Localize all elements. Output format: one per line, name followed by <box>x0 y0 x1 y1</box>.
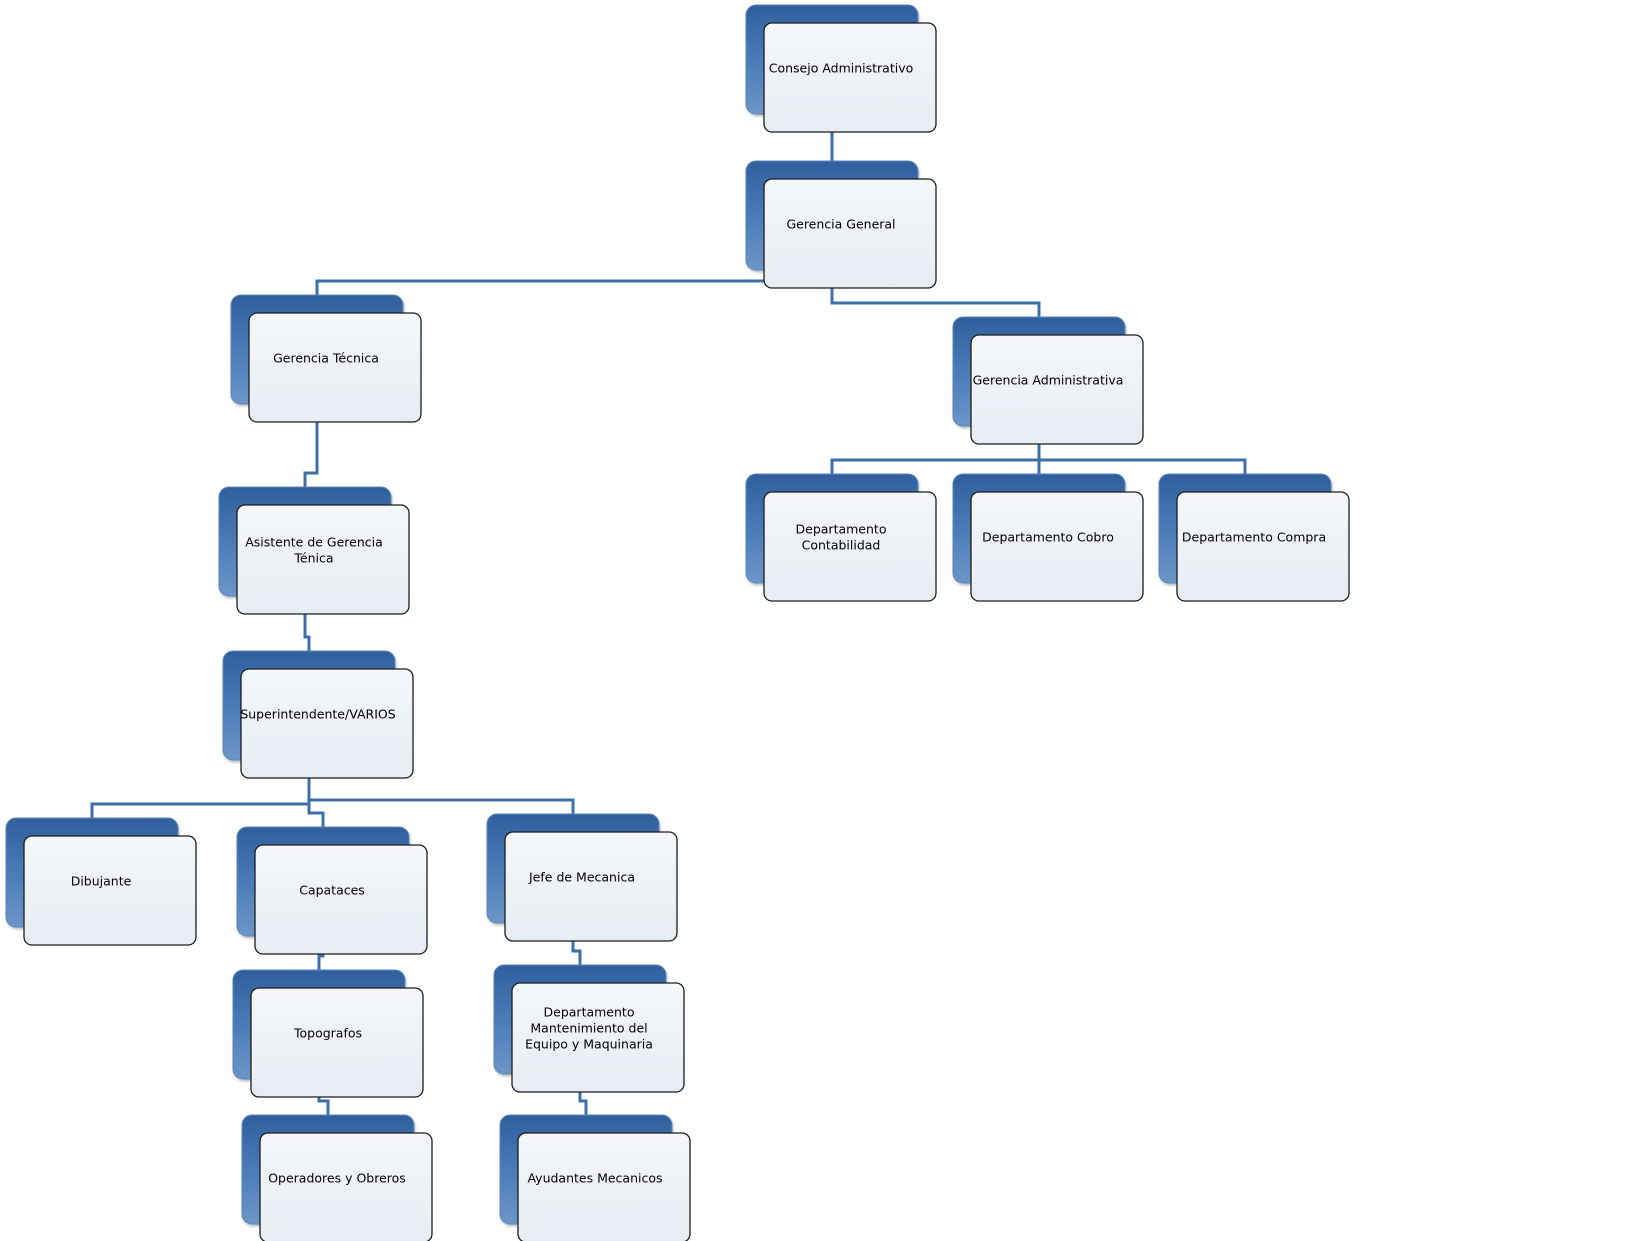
node-label: Operadores y Obreros <box>268 1171 406 1186</box>
node-front-panel <box>259 1132 433 1241</box>
node-gerencia-administrativa: Gerencia Administrativa <box>952 316 1144 445</box>
node-label: Departamento <box>796 522 887 537</box>
node-operadores: Operadores y Obreros <box>241 1114 433 1241</box>
node-front-panel <box>1176 491 1350 602</box>
node-front-panel <box>236 504 410 615</box>
node-label: Mantenimiento del <box>530 1021 647 1036</box>
node-label: Topografos <box>293 1026 362 1041</box>
node-front-panel <box>763 22 937 133</box>
node-front-panel <box>248 312 422 423</box>
node-front-panel <box>763 178 937 289</box>
node-label: Contabilidad <box>802 538 881 553</box>
node-topografos: Topografos <box>232 969 424 1098</box>
node-label: Departamento Compra <box>1182 530 1326 545</box>
node-front-panel <box>970 491 1144 602</box>
node-front-panel <box>250 987 424 1098</box>
node-label: Gerencia Administrativa <box>973 373 1124 388</box>
node-front-panel <box>23 835 197 946</box>
node-label: Superintendente/VARIOS <box>240 707 395 722</box>
node-front-panel <box>970 334 1144 445</box>
node-label: Dibujante <box>71 874 132 889</box>
node-gerencia-general: Gerencia General <box>745 160 937 289</box>
node-dibujante: Dibujante <box>5 817 197 946</box>
node-label: Consejo Administrativo <box>769 61 914 76</box>
node-dep-cobro: Departamento Cobro <box>952 473 1144 602</box>
node-label: Ayudantes Mecanicos <box>527 1171 662 1186</box>
node-label: Ténica <box>293 551 333 566</box>
node-consejo: Consejo Administrativo <box>745 4 937 133</box>
node-gerencia-tecnica: Gerencia Técnica <box>230 294 422 423</box>
node-label: Equipo y Maquinaria <box>525 1037 653 1052</box>
node-front-panel <box>504 831 678 942</box>
node-front-panel <box>517 1132 691 1241</box>
node-label: Gerencia General <box>786 217 895 232</box>
node-capataces: Capataces <box>236 826 428 955</box>
node-front-panel <box>511 982 685 1093</box>
node-label: Capataces <box>299 883 365 898</box>
node-front-panel <box>254 844 428 955</box>
node-jefe-mecanica: Jefe de Mecanica <box>486 813 678 942</box>
node-label: Jefe de Mecanica <box>528 870 635 885</box>
node-ayudantes: Ayudantes Mecanicos <box>499 1114 691 1241</box>
node-label: Asistente de Gerencia <box>245 535 383 550</box>
node-label: Departamento Cobro <box>982 530 1114 545</box>
node-label: Departamento <box>544 1005 635 1020</box>
node-superintendente: Superintendente/VARIOS <box>222 650 414 779</box>
node-dep-compra: Departamento Compra <box>1158 473 1350 602</box>
node-front-panel <box>240 668 414 779</box>
node-label: Gerencia Técnica <box>273 351 379 366</box>
node-front-panel <box>763 491 937 602</box>
